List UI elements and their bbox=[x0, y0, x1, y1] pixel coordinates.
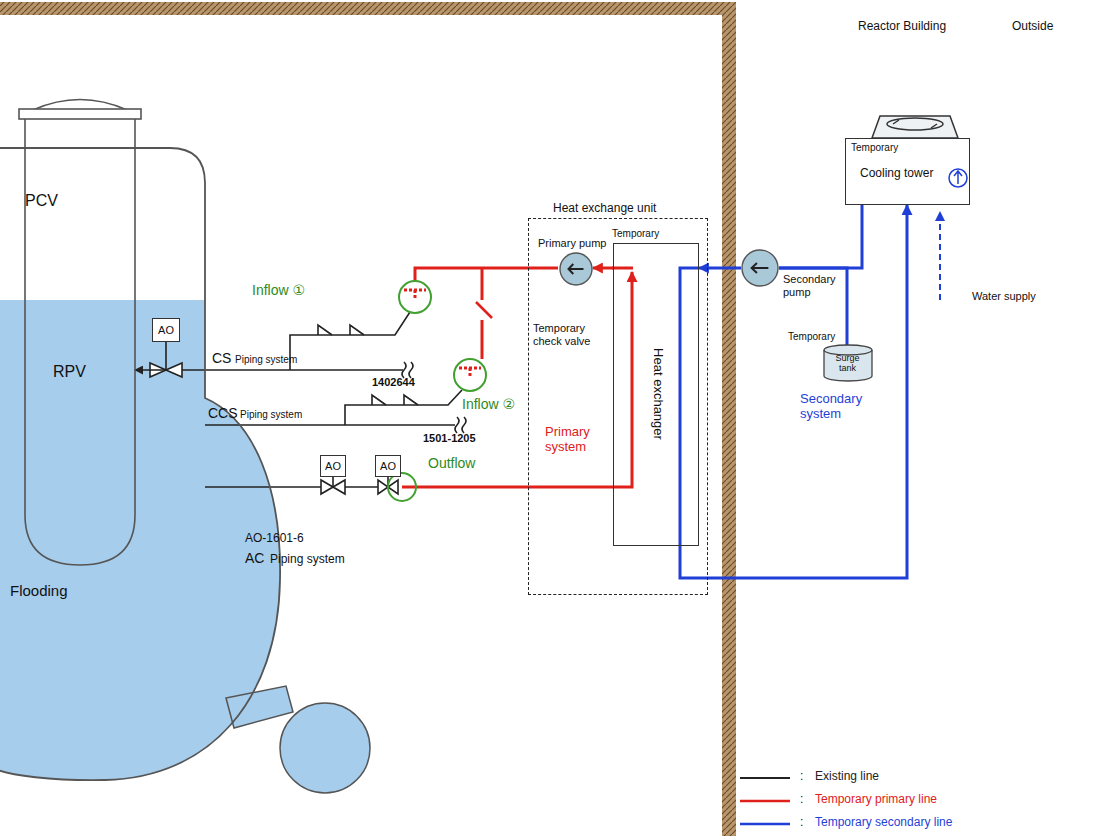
piping-name: Piping system bbox=[270, 553, 345, 567]
node-title: PCV bbox=[25, 192, 58, 210]
pump-casing bbox=[742, 250, 778, 286]
flow-callout: Outflow bbox=[428, 455, 475, 471]
legend-sample bbox=[740, 800, 790, 803]
water-supply-line bbox=[939, 212, 941, 300]
node-title: AO bbox=[325, 460, 341, 473]
legend-text: Existing line bbox=[815, 770, 879, 784]
node-title: Temporary bbox=[851, 142, 898, 154]
legend-sample bbox=[740, 777, 790, 779]
node-text: Flooding bbox=[10, 582, 68, 599]
tank-body bbox=[824, 345, 872, 381]
pump-casing bbox=[560, 253, 592, 285]
pcv-vessel: PCV Flooding RPV AO bbox=[0, 140, 285, 785]
pipe-connector bbox=[135, 342, 166, 370]
part-label: Temporary bbox=[612, 228, 659, 240]
vent-pipe bbox=[226, 686, 293, 728]
temporary-secondary-piping bbox=[680, 268, 698, 545]
piping-name: CCS bbox=[208, 405, 238, 421]
secondary-pump: Secondary pump bbox=[741, 249, 779, 287]
valve-number: 1501-1205 bbox=[423, 432, 476, 445]
flow-direction-arrow bbox=[752, 263, 769, 273]
pipe-connector bbox=[779, 205, 862, 268]
rpv-flange bbox=[19, 109, 141, 119]
node-title: Primary pump bbox=[538, 237, 606, 250]
node-title: Secondary pump bbox=[783, 273, 839, 298]
rpv-outline bbox=[25, 95, 135, 565]
pump-symbol bbox=[741, 249, 779, 287]
pipe-connector bbox=[699, 267, 741, 270]
flow-direction-arrow bbox=[569, 264, 584, 274]
legend-sample bbox=[740, 823, 790, 826]
legend-separator: : bbox=[800, 770, 803, 784]
legend-text: Temporary primary line bbox=[815, 793, 937, 807]
surge-tank: Surge tank bbox=[824, 345, 872, 381]
heat-exchanger: Heat exchanger bbox=[613, 243, 699, 546]
legend-separator: : bbox=[800, 816, 803, 830]
temporary-primary-piping bbox=[402, 268, 633, 487]
system-label: Primary system bbox=[545, 425, 607, 455]
cooling-tower: TemporaryCooling tower bbox=[845, 138, 970, 205]
node-title: RPV bbox=[53, 363, 86, 381]
node-title: Heat exchange unit bbox=[553, 202, 656, 216]
pcv-outline bbox=[0, 140, 285, 785]
ao-actuator: AO bbox=[375, 455, 401, 477]
ao-actuator: AO bbox=[320, 455, 346, 477]
node-text: Cooling tower bbox=[860, 167, 933, 181]
inflow-outflow-marker bbox=[388, 281, 486, 501]
piping-name: Piping system bbox=[235, 354, 297, 366]
node-title: Heat exchanger bbox=[651, 348, 666, 440]
legend-separator: : bbox=[800, 793, 803, 807]
piping-name: Piping system bbox=[240, 409, 302, 421]
part-label: Water supply bbox=[972, 290, 1036, 303]
piping-name: AC bbox=[245, 550, 264, 566]
primary-pump: Primary pump bbox=[559, 252, 593, 286]
node-title: AO bbox=[158, 324, 174, 337]
pipe-connector bbox=[593, 267, 613, 270]
building-wall bbox=[722, 2, 736, 836]
ao-actuator: AO bbox=[152, 318, 180, 342]
pipe-connector bbox=[779, 268, 847, 345]
flow-callout: Inflow ② bbox=[462, 396, 515, 412]
valve-number: 1402644 bbox=[372, 376, 415, 389]
legend-text: Temporary secondary line bbox=[815, 816, 952, 830]
area-label: Outside bbox=[1012, 20, 1053, 34]
building-wall bbox=[0, 2, 736, 15]
rpv-body bbox=[25, 119, 135, 565]
heat-exchange-unit: Heat exchange unitPrimary pumpHeat excha… bbox=[528, 218, 708, 595]
flow-callout: Inflow ① bbox=[252, 282, 305, 298]
part-label: Temporary bbox=[788, 331, 835, 343]
node-title: Surge tank bbox=[828, 353, 868, 374]
building-label: Reactor Building bbox=[858, 20, 946, 34]
node-title: AO bbox=[380, 460, 396, 473]
rpv-vessel: RPV bbox=[25, 95, 135, 565]
piping-name: CS bbox=[212, 350, 231, 366]
system-label: Secondary system bbox=[800, 392, 872, 422]
pcv-outline bbox=[0, 148, 280, 780]
part-label: Temporary check valve bbox=[533, 322, 605, 347]
pipe-connector bbox=[680, 205, 907, 578]
existing-piping bbox=[150, 312, 466, 494]
suppression-chamber bbox=[280, 703, 370, 793]
pump-symbol bbox=[559, 252, 593, 286]
valve-number: AO-1601-6 bbox=[245, 532, 304, 546]
